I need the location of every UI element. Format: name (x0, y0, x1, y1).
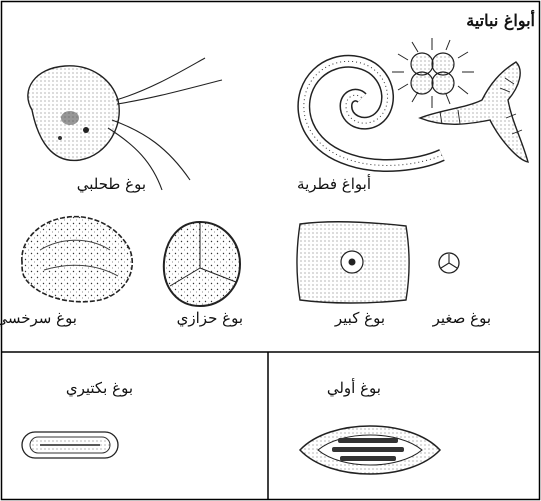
protozoan-spore-drawing (300, 426, 440, 474)
label-moss-spore: بوغ حزازي (177, 311, 243, 326)
label-protozoan-spore: بوغ أولي (327, 381, 381, 396)
label-fern-spore: بوغ سرخسي (0, 311, 77, 326)
algal-spore-drawing (28, 58, 222, 190)
large-spore-drawing (297, 222, 409, 303)
label-fungal-spores: أبواغ فطرية (297, 177, 371, 192)
label-large-spore: بوغ كبير (335, 311, 385, 326)
small-spore-drawing (439, 253, 459, 273)
moss-spore-drawing (164, 222, 240, 306)
fungal-cluster-drawing (392, 38, 474, 108)
diagram-title: أبواغ نباتية (466, 13, 535, 29)
bacterial-spore-drawing (22, 432, 118, 458)
label-algal-spore: بوغ طحلبي (77, 177, 146, 192)
label-small-spore: بوغ صغير (433, 311, 491, 326)
label-bacterial-spore: بوغ بكتيري (66, 381, 133, 396)
fern-spore-drawing (22, 217, 132, 302)
